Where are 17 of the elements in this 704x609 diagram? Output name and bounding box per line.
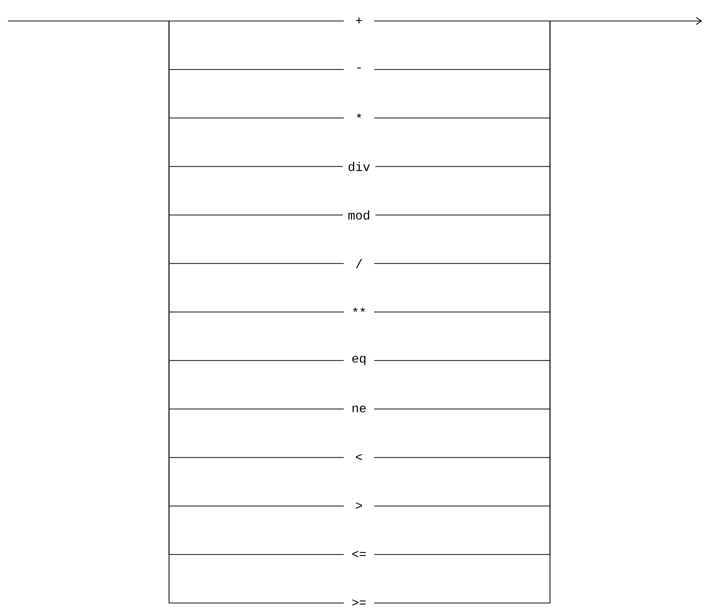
arrow (550, 17, 702, 25)
terminal-text: div (348, 162, 370, 172)
railroad-line (8, 20, 170, 22)
terminal-text: - (357, 68, 361, 69)
railroad-line (374, 20, 550, 22)
terminal-text: mod (348, 210, 370, 220)
terminal-text: >= (352, 599, 366, 606)
terminal-text: < (356, 454, 362, 460)
terminal-text: ** (353, 307, 365, 312)
terminal-text: <= (352, 550, 366, 558)
terminal-text: / (356, 258, 362, 268)
terminal-text: * (356, 113, 362, 118)
terminal-text: eq (352, 356, 366, 366)
terminal-text: > (356, 502, 362, 509)
terminal-text: ne (352, 406, 366, 412)
railroad-line (168, 20, 344, 22)
terminal-text: + (356, 17, 362, 24)
